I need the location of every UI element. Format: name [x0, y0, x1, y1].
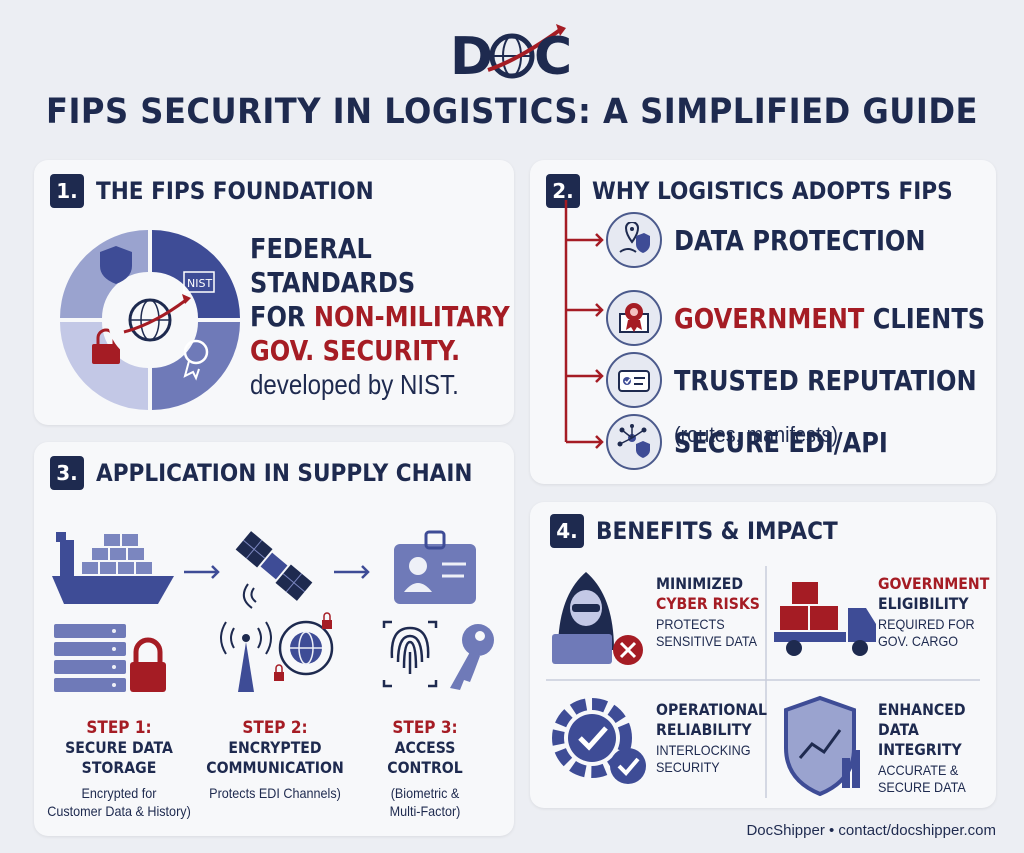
benefit-description: GOV. CARGO [878, 633, 959, 649]
nist-badge-text: NIST [187, 277, 212, 290]
benefit-title: ELIGIBILITY [878, 594, 969, 613]
database-server-icon [54, 624, 126, 692]
section-title: APPLICATION IN SUPPLY CHAIN [96, 459, 473, 487]
section-number: 1. [50, 174, 84, 208]
reason-secure-edi-api: SECURE EDI/API [606, 414, 923, 470]
step-1: STEP 1: SECURE DATA STORAGE Encrypted fo… [34, 718, 204, 820]
step-description: (Biometric & [390, 785, 460, 801]
step-name: ENCRYPTED [228, 738, 322, 757]
step-name: COMMUNICATION [206, 758, 344, 777]
step-description: Encrypted for [81, 785, 157, 801]
id-badge-icon [394, 530, 476, 604]
benefit-operational-reliability: OPERATIONAL RELIABILITY INTERLOCKING SEC… [656, 700, 782, 776]
government-seal-icon [606, 290, 662, 346]
fips-foundation-diagram: NIST [60, 230, 240, 410]
section-number: 4. [550, 514, 584, 548]
reason-label: GOVERNMENT CLIENTS [674, 301, 986, 335]
location-shield-icon [606, 212, 662, 268]
shield-icon [100, 246, 132, 284]
step-2: STEP 2: ENCRYPTED COMMUNICATION Protects… [190, 718, 360, 802]
cargo-ship-icon [52, 532, 174, 604]
globe-logo-icon [123, 294, 191, 342]
section-number: 3. [50, 456, 84, 490]
encrypted-globe-icon [274, 612, 334, 681]
benefit-description: PROTECTS [656, 616, 725, 632]
benefit-title: MINIMIZED [656, 574, 744, 593]
padlock-icon [130, 637, 166, 692]
signal-tower-icon [220, 621, 272, 692]
svg-text:C: C [534, 27, 572, 87]
section-why-logistics: 2. WHY LOGISTICS ADOPTS FIPS DATA PROTEC… [530, 160, 996, 484]
benefit-title: GOVERNMENT [878, 574, 990, 593]
step-3: STEP 3: ACCESS CONTROL (Biometric & Mult… [340, 718, 510, 820]
benefit-description: INTERLOCKING [656, 742, 751, 758]
section-title: THE FIPS FOUNDATION [96, 177, 374, 205]
reason-label: DATA PROTECTION [674, 223, 926, 257]
section-supply-chain: 3. APPLICATION IN SUPPLY CHAIN [34, 442, 514, 836]
benefit-description: REQUIRED FOR [878, 616, 975, 632]
supply-chain-illustration [52, 530, 494, 692]
definition-line: STANDARDS [250, 266, 416, 299]
key-icon [450, 624, 494, 690]
section-title: BENEFITS & IMPACT [596, 517, 838, 545]
definition-note: developed by NIST. [250, 369, 459, 400]
network-shield-icon [606, 414, 662, 470]
benefits-illustration [546, 566, 980, 798]
step-name: CONTROL [387, 758, 463, 777]
benefit-description: SECURE DATA [878, 779, 966, 795]
benefit-government-eligibility: GOVERNMENT ELIGIBILITY REQUIRED FOR GOV.… [878, 574, 1004, 650]
gear-check-icon [552, 698, 646, 784]
svg-text:D: D [450, 27, 493, 87]
shield-chart-icon [784, 695, 860, 797]
section-benefits-impact: 4. BENEFITS & IMPACT [530, 502, 996, 808]
reason-sublabel: (routes, manifests) [674, 422, 838, 447]
step-description: Customer Data & History) [47, 803, 191, 819]
definition-line: FOR NON-MILITARY [250, 300, 510, 333]
reason-data-protection: DATA PROTECTION [606, 212, 967, 268]
benefit-description: SECURITY [656, 759, 720, 775]
benefit-title: CYBER RISKS [656, 594, 760, 613]
step-number: STEP 3: [392, 718, 458, 738]
step-name: STORAGE [81, 758, 157, 777]
cargo-truck-icon [774, 582, 876, 656]
step-name: ACCESS [394, 738, 456, 757]
section-fips-foundation: 1. THE FIPS FOUNDATION NIST FEDERAL STAN… [34, 160, 514, 425]
definition-line: FEDERAL [250, 232, 372, 265]
verified-id-icon [606, 352, 662, 408]
benefit-description: ACCURATE & [878, 762, 959, 778]
step-description: Protects EDI Channels) [209, 785, 341, 801]
benefit-title: DATA [878, 720, 919, 739]
docshipper-logo: D C [450, 24, 572, 87]
reason-label: SECURE EDI/API [674, 425, 888, 459]
benefit-title: RELIABILITY [656, 720, 752, 739]
flow-arrow-icon [184, 565, 220, 579]
hacker-icon [552, 572, 614, 664]
reason-label: TRUSTED REPUTATION [674, 363, 977, 397]
reason-trusted-reputation: TRUSTED REPUTATION [606, 352, 1024, 408]
benefit-title: ENHANCED [878, 700, 966, 719]
step-number: STEP 1: [86, 718, 152, 738]
benefit-title: INTEGRITY [878, 740, 962, 759]
reason-government-clients: GOVERNMENT CLIENTS [606, 290, 1024, 346]
benefit-cyber-risks: MINIMIZED CYBER RISKS PROTECTS SENSITIVE… [656, 574, 774, 650]
definition-line: GOV. SECURITY. [250, 334, 461, 367]
award-ribbon-icon [183, 339, 209, 381]
section-number: 2. [546, 174, 580, 208]
benefit-description: SENSITIVE DATA [656, 633, 758, 649]
section-title: WHY LOGISTICS ADOPTS FIPS [592, 177, 953, 205]
connector-rail [564, 200, 604, 449]
step-name: SECURE DATA [65, 738, 173, 757]
fips-definition: FEDERAL STANDARDS FOR NON-MILITARY GOV. … [250, 232, 510, 402]
page-title: FIPS SECURITY IN LOGISTICS: A SIMPLIFIED… [46, 92, 978, 132]
footer-contact: DocShipper • contact/docshipper.com [746, 822, 996, 839]
step-number: STEP 2: [242, 718, 308, 738]
fingerprint-icon [382, 620, 438, 688]
satellite-icon [235, 531, 313, 601]
step-description: Multi-Factor) [389, 803, 461, 819]
flow-arrow-icon [334, 565, 370, 579]
error-x-icon [613, 635, 643, 665]
benefit-data-integrity: ENHANCED DATA INTEGRITY ACCURATE & SECUR… [878, 700, 977, 796]
benefit-title: OPERATIONAL [656, 700, 768, 719]
